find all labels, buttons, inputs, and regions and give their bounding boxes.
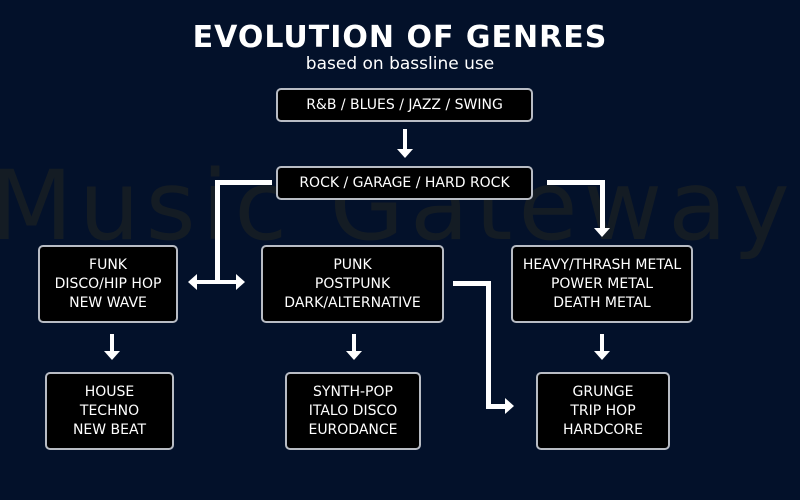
arrow-down-icon: [346, 351, 362, 360]
arrow-shaft: [600, 180, 605, 230]
node-synth-line-3: EURODANCE: [308, 421, 398, 438]
arrow-down-icon: [104, 351, 120, 360]
arrow-shaft: [453, 281, 490, 286]
node-grunge-line-3: HARDCORE: [563, 421, 643, 438]
arrow-shaft: [352, 334, 356, 352]
node-synth: SYNTH-POP ITALO DISCO EURODANCE: [285, 372, 421, 450]
diagram-subtitle: based on bassline use: [305, 54, 495, 74]
node-synth-line-2: ITALO DISCO: [308, 402, 398, 419]
node-metal-line-2: POWER METAL: [550, 275, 654, 292]
arrow-down-icon: [594, 351, 610, 360]
arrow-right-icon: [505, 398, 514, 414]
node-funk-line-1: FUNK: [89, 256, 127, 273]
node-grunge-line-2: TRIP HOP: [570, 402, 636, 419]
arrow-shaft: [403, 129, 407, 151]
node-metal-line-1: HEAVY/THRASH METAL: [522, 256, 682, 273]
node-grunge-line-1: GRUNGE: [572, 383, 634, 400]
arrow-shaft: [110, 334, 114, 352]
node-metal: HEAVY/THRASH METAL POWER METAL DEATH MET…: [511, 245, 693, 323]
node-synth-line-1: SYNTH-POP: [313, 383, 393, 400]
node-funk-line-3: NEW WAVE: [69, 294, 147, 311]
node-grunge: GRUNGE TRIP HOP HARDCORE: [536, 372, 670, 450]
node-house: HOUSE TECHNO NEW BEAT: [45, 372, 174, 450]
node-funk: FUNK DISCO/HIP HOP NEW WAVE: [38, 245, 178, 323]
arrow-shaft: [486, 281, 491, 409]
arrow-down-icon: [594, 228, 610, 237]
arrow-shaft: [215, 180, 272, 185]
node-funk-line-2: DISCO/HIP HOP: [54, 275, 162, 292]
arrow-shaft: [547, 180, 605, 185]
arrow-shaft: [600, 334, 604, 352]
diagram-title: EVOLUTION OF GENRES: [192, 20, 608, 55]
node-metal-line-3: DEATH METAL: [553, 294, 651, 311]
node-punk-line-2: POSTPUNK: [314, 275, 391, 292]
arrow-shaft: [486, 404, 506, 409]
node-punk-line-1: PUNK: [333, 256, 372, 273]
arrow-shaft: [196, 280, 238, 284]
node-punk-line-3: DARK/ALTERNATIVE: [284, 294, 421, 311]
node-house-line-1: HOUSE: [84, 383, 135, 400]
node-rock-line-1: ROCK / GARAGE / HARD ROCK: [299, 174, 510, 191]
node-house-line-3: NEW BEAT: [72, 421, 147, 438]
arrow-right-icon: [236, 274, 245, 290]
arrow-left-icon: [188, 274, 197, 290]
arrow-shaft: [215, 180, 220, 283]
node-house-line-2: TECHNO: [79, 402, 140, 419]
node-punk: PUNK POSTPUNK DARK/ALTERNATIVE: [261, 245, 444, 323]
node-rock: ROCK / GARAGE / HARD ROCK: [276, 166, 533, 200]
arrow-down-icon: [397, 149, 413, 158]
node-roots: R&B / BLUES / JAZZ / SWING: [276, 88, 533, 122]
node-roots-line-1: R&B / BLUES / JAZZ / SWING: [306, 96, 503, 113]
